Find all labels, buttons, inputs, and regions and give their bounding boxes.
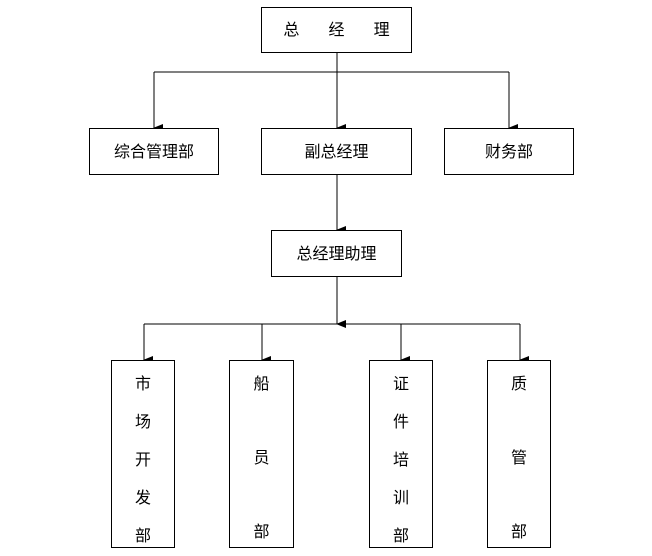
- node-quality-management-department: 质 管 部: [487, 360, 551, 548]
- node-finance-department-label: 财务部: [484, 141, 533, 161]
- vertical-char: 件: [392, 412, 409, 431]
- node-certificate-training-department: 证 件 培 训 部: [369, 360, 433, 548]
- node-assistant-general-manager: 总经理助理: [271, 230, 402, 277]
- node-market-development-department: 市 场 开 发 部: [111, 360, 175, 548]
- vertical-char: 培: [392, 450, 409, 469]
- vertical-char: 开: [134, 450, 151, 469]
- vertical-char: 训: [392, 488, 409, 507]
- vertical-char: 部: [510, 522, 527, 541]
- node-finance-department: 财务部: [444, 128, 574, 175]
- vertical-char: 部: [392, 526, 409, 545]
- node-general-manager-label: 总 经 理: [283, 20, 402, 39]
- node-deputy-general-manager: 副总经理: [261, 128, 412, 175]
- vertical-char: 部: [134, 526, 151, 545]
- node-crew-department: 船 员 部: [229, 360, 294, 548]
- node-assistant-general-manager-label: 总经理助理: [296, 243, 377, 263]
- node-admin-department-label: 综合管理部: [113, 141, 194, 161]
- vertical-char: 质: [510, 374, 527, 393]
- node-general-manager: 总 经 理: [261, 7, 412, 53]
- node-admin-department: 综合管理部: [89, 128, 219, 175]
- vertical-char: 证: [392, 374, 409, 393]
- vertical-char: 管: [510, 448, 527, 467]
- vertical-char: 员: [253, 448, 270, 467]
- vertical-char: 发: [134, 488, 151, 507]
- node-deputy-general-manager-label: 副总经理: [304, 141, 369, 161]
- vertical-char: 市: [134, 374, 151, 393]
- vertical-char: 场: [134, 412, 151, 431]
- vertical-char: 船: [253, 374, 270, 393]
- vertical-char: 部: [253, 522, 270, 541]
